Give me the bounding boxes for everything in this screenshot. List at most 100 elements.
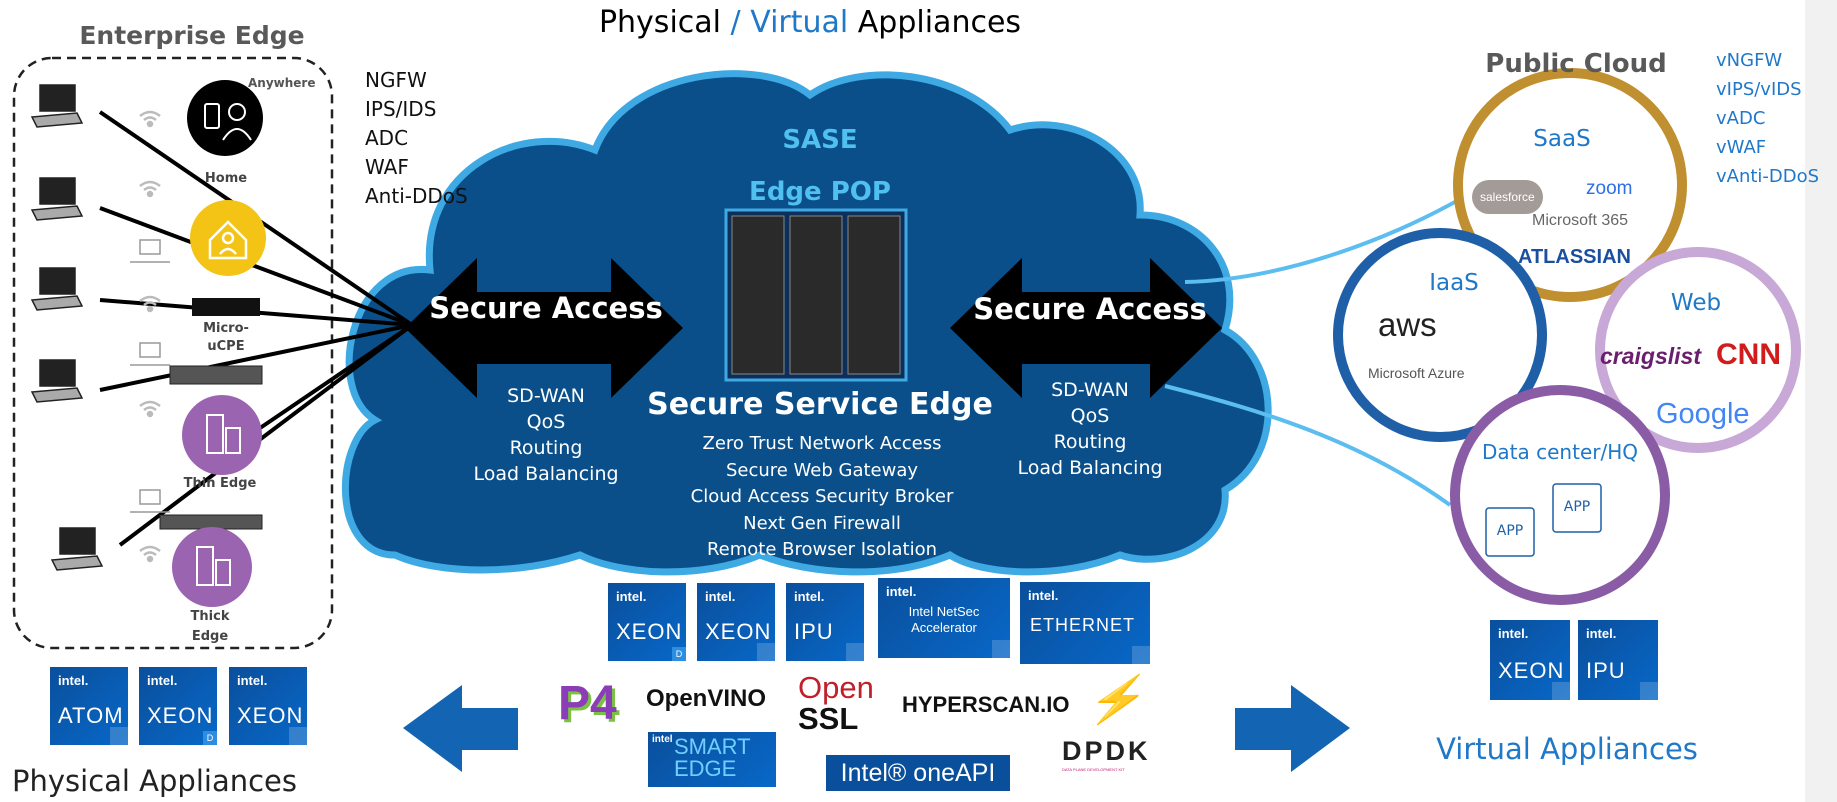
- sse-title: Secure Service Edge: [647, 387, 993, 422]
- smartedge-line: EDGE: [674, 756, 737, 781]
- secure-access-left-label: Secure Access: [429, 291, 663, 325]
- app-label: APP: [1563, 499, 1591, 515]
- p4-logo: P4: [558, 677, 617, 730]
- app-boxes: [1485, 483, 1602, 557]
- chip-xeon: intel. XEON: [1490, 620, 1570, 700]
- oneapi-logo: Intel® oneAPI: [826, 755, 1010, 791]
- chip-xeon-d: intel. XEON D: [608, 583, 686, 661]
- function-item: ADC: [365, 126, 409, 150]
- thick-edge-label: Thick Edge: [190, 609, 230, 644]
- anywhere-label: Anywhere: [248, 76, 316, 90]
- smartedge-logo: intel SMART EDGE: [648, 732, 776, 787]
- function-item: WAF: [365, 155, 409, 179]
- left-features: SD-WAN QoS Routing Load Balancing: [473, 383, 618, 487]
- rack-server-icon: [169, 365, 263, 385]
- ossfuzz-logo: ⚡: [1086, 673, 1144, 725]
- chip-product: Intel NetSec Accelerator: [908, 604, 980, 636]
- chip-brand: intel.: [147, 673, 178, 688]
- device-links: [98, 110, 414, 547]
- wifi-icons: [139, 110, 161, 563]
- web-label: Web: [1670, 290, 1722, 316]
- sse-item: Next Gen Firewall: [743, 512, 901, 534]
- right-features: SD-WAN QoS Routing Load Balancing: [1017, 377, 1162, 481]
- openssl-line: Open: [798, 670, 874, 705]
- home-icon: [190, 200, 266, 276]
- chip-xeon-d: intel. XEON D: [139, 667, 217, 745]
- chip-product: XEON: [147, 703, 214, 728]
- chip-product: XEON: [705, 619, 772, 644]
- chip-brand: intel.: [1586, 626, 1617, 641]
- chip-product: IPU: [1586, 658, 1626, 683]
- chip-brand: intel.: [616, 589, 647, 604]
- feature-item: Routing: [1053, 431, 1127, 453]
- azure-logo: Microsoft Azure: [1368, 365, 1465, 381]
- chip-brand: intel.: [705, 589, 736, 604]
- chip-ethernet: intel. ETHERNET: [1020, 582, 1150, 664]
- google-logo: Google: [1656, 398, 1750, 430]
- atlassian-logo: ATLASSIAN: [1518, 246, 1631, 268]
- chip-product: XEON: [1498, 658, 1565, 683]
- virtual-appliances-label: Virtual Appliances: [1436, 732, 1698, 766]
- feature-item: Load Balancing: [1017, 457, 1163, 479]
- zoom-logo: zoom: [1586, 178, 1633, 199]
- chip-sub: D: [672, 647, 686, 661]
- feature-item: Load Balancing: [473, 463, 619, 485]
- sse-item: Remote Browser Isolation: [706, 539, 938, 560]
- functions-list-right: vNGFW vIPS/vIDS vADC vWAF vAnti-DDoS: [1716, 46, 1819, 191]
- anywhere-icon: [187, 80, 263, 156]
- smartedge-line: SMART: [674, 734, 751, 759]
- dpdk-subtext: DATA PLANE DEVELOPMENT KIT: [1062, 767, 1125, 772]
- smartedge-brand: intel: [652, 734, 673, 745]
- edge-pop-servers: [724, 208, 908, 382]
- chip-brand: intel.: [1028, 588, 1059, 603]
- feature-item: SD-WAN: [1051, 379, 1129, 401]
- chip-product: XEON: [237, 703, 304, 728]
- physical-appliances-label: Physical Appliances: [12, 764, 298, 798]
- aws-logo: aws: [1378, 306, 1437, 343]
- sse-item: Cloud Access Security Broker: [690, 486, 954, 507]
- openssl-line: SSL: [798, 701, 859, 736]
- chip-atom: intel. ATOM: [50, 667, 128, 745]
- chip-sub: D: [203, 731, 217, 745]
- enterprise-edge-title: Enterprise Edge: [79, 21, 305, 50]
- title-virtual: Virtual: [750, 5, 849, 40]
- chip-netsec: intel. Intel NetSec Accelerator: [878, 578, 1010, 658]
- thin-edge-label: Thin Edge: [183, 476, 257, 491]
- function-item: vWAF: [1716, 137, 1767, 158]
- chip-xeon: intel. XEON: [697, 583, 775, 661]
- public-cloud-title: Public Cloud: [1485, 49, 1667, 79]
- chip-brand: intel.: [237, 673, 268, 688]
- functions-list-left: NGFW IPS/IDS ADC WAF Anti-DDoS: [365, 66, 468, 211]
- chip-brand: intel.: [58, 673, 89, 688]
- function-item: vAnti-DDoS: [1716, 166, 1820, 187]
- dc-label: Data center/HQ: [1482, 440, 1638, 464]
- scrollbar-track: [1805, 0, 1837, 802]
- openssl-logo: Open SSL: [798, 672, 874, 734]
- function-item: IPS/IDS: [365, 97, 437, 121]
- sse-item: Zero Trust Network Access: [702, 433, 942, 454]
- micro-ucpe-label: Micro-uCPE: [203, 321, 249, 355]
- hyperscan-logo: HYPERSCAN.IO: [902, 692, 1070, 717]
- app-label: APP: [1496, 523, 1524, 539]
- sase-label: SASE: [782, 125, 858, 155]
- chip-ipu: intel. IPU: [786, 583, 864, 661]
- page-title: Physical / Virtual Appliances: [598, 5, 1021, 41]
- chip-product: ETHERNET: [1030, 615, 1136, 635]
- title-physical: Physical: [598, 5, 721, 40]
- secure-access-right-label: Secure Access: [973, 292, 1207, 326]
- function-item: vNGFW: [1716, 50, 1783, 71]
- sse-item: Secure Web Gateway: [725, 459, 919, 481]
- chip-brand: intel.: [1498, 626, 1529, 641]
- lan-icons: [130, 239, 170, 513]
- microsoft365-logo: Microsoft 365: [1532, 212, 1629, 229]
- dpdk-logo: DPDK DATA PLANE DEVELOPMENT KIT: [1062, 736, 1151, 772]
- chip-ipu: intel. IPU: [1578, 620, 1658, 700]
- function-item: Anti-DDoS: [365, 184, 468, 208]
- cnn-logo: CNN: [1716, 338, 1781, 371]
- function-item: vIPS/vIDS: [1716, 79, 1802, 100]
- salesforce-logo: salesforce: [1472, 180, 1543, 214]
- iaas-label: IaaS: [1429, 270, 1479, 296]
- thick-edge-server: [159, 514, 263, 530]
- dpdk-text: DPDK: [1062, 736, 1151, 766]
